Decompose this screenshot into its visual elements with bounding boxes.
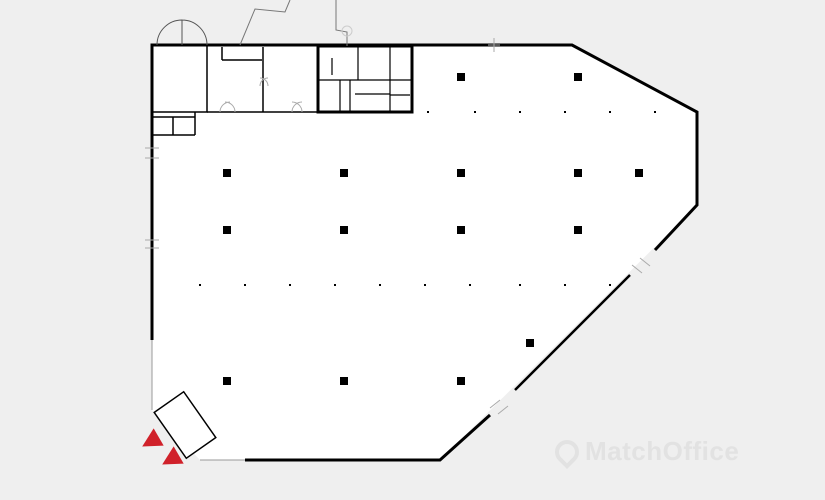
post: [609, 111, 611, 113]
column: [223, 377, 231, 385]
entrance-marker-2: [162, 446, 184, 465]
doors: [145, 38, 651, 415]
column: [457, 226, 465, 234]
post: [609, 284, 611, 286]
column: [574, 73, 582, 81]
floor-area: [152, 45, 697, 460]
post: [427, 111, 429, 113]
post: [469, 284, 471, 286]
column: [635, 169, 643, 177]
post: [289, 284, 291, 286]
post: [564, 284, 566, 286]
post: [474, 111, 476, 113]
small-posts: [199, 111, 656, 286]
post: [199, 284, 201, 286]
watermark-text: MatchOffice: [585, 436, 740, 466]
column: [340, 169, 348, 177]
column: [223, 169, 231, 177]
column: [340, 226, 348, 234]
location-pin-icon: [550, 434, 584, 469]
watermark: MatchOffice: [550, 434, 740, 469]
post: [334, 284, 336, 286]
site-lines: [156, 0, 353, 46]
column: [457, 169, 465, 177]
column: [223, 226, 231, 234]
column: [457, 73, 465, 81]
entrance-vestibule: [153, 390, 217, 460]
column: [526, 339, 534, 347]
core-block: [316, 44, 414, 114]
entrance-marker-1: [142, 428, 164, 447]
column: [574, 169, 582, 177]
post: [654, 111, 656, 113]
columns: [223, 73, 643, 385]
post: [519, 111, 521, 113]
post: [244, 284, 246, 286]
post: [564, 111, 566, 113]
column: [574, 226, 582, 234]
post: [519, 284, 521, 286]
post: [424, 284, 426, 286]
column: [340, 377, 348, 385]
post: [379, 284, 381, 286]
column: [457, 377, 465, 385]
